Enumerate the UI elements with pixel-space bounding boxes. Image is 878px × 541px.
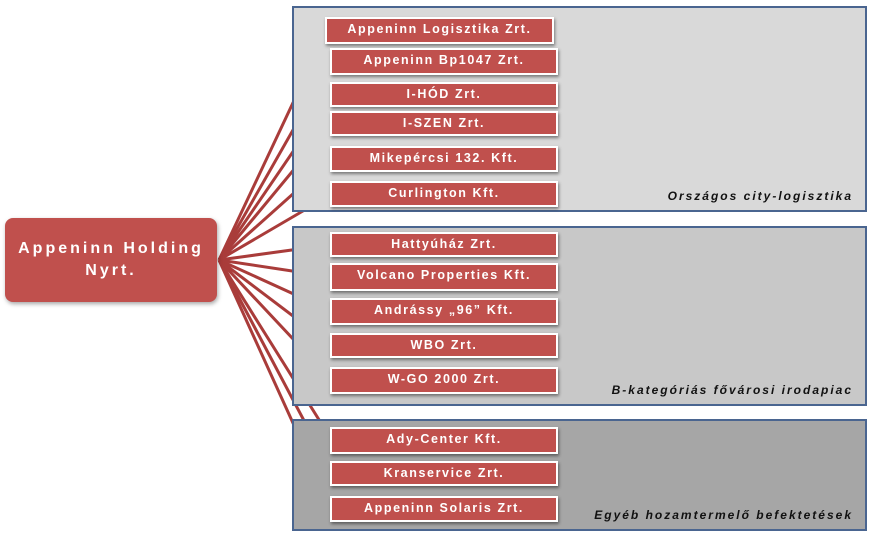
- company-hattyuhaz[interactable]: Hattyúház Zrt.: [330, 232, 558, 257]
- company-i-szen[interactable]: I-SZEN Zrt.: [330, 111, 558, 136]
- group-label-other-investments: Egyéb hozamtermelő befektetések: [594, 508, 853, 522]
- connector-line: [217, 259, 334, 442]
- company-ady-center[interactable]: Ady-Center Kft.: [330, 427, 558, 454]
- company-volcano-properties[interactable]: Volcano Properties Kft.: [330, 263, 558, 291]
- group-city-logistics: Országos city-logisztika: [292, 6, 867, 212]
- company-w-go-2000[interactable]: W-GO 2000 Zrt.: [330, 367, 558, 394]
- company-appeninn-logisztika[interactable]: Appeninn Logisztika Zrt.: [325, 17, 554, 44]
- root-node-appeninn-holding[interactable]: Appeninn Holding Nyrt.: [5, 218, 217, 302]
- group-label-office-market: B-kategóriás fővárosi irodapiac: [611, 383, 853, 397]
- company-appeninn-solaris[interactable]: Appeninn Solaris Zrt.: [330, 496, 558, 522]
- group-label-city-logistics: Országos city-logisztika: [667, 189, 853, 203]
- company-curlington[interactable]: Curlington Kft.: [330, 181, 558, 207]
- company-appeninn-bp1047[interactable]: Appeninn Bp1047 Zrt.: [330, 48, 558, 75]
- company-i-hod[interactable]: I-HÓD Zrt.: [330, 82, 558, 107]
- root-node-line2: Nyrt.: [85, 262, 137, 279]
- company-kranservice[interactable]: Kranservice Zrt.: [330, 461, 558, 486]
- company-wbo[interactable]: WBO Zrt.: [330, 333, 558, 358]
- company-mikepercsi-132[interactable]: Mikepércsi 132. Kft.: [330, 146, 558, 172]
- company-andrassy-96[interactable]: Andrássy „96” Kft.: [330, 298, 558, 325]
- root-node-line1: Appeninn Holding: [18, 240, 204, 257]
